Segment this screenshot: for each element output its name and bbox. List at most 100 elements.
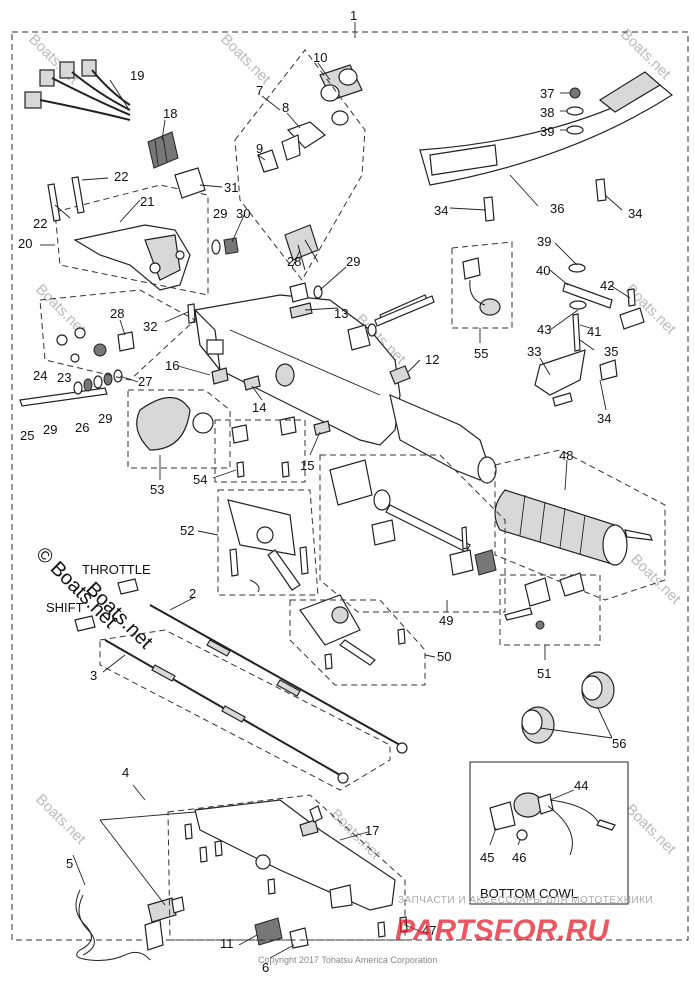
callout-42: 42 [600, 278, 614, 293]
throttle-mechanism-52 [227, 499, 309, 593]
copyright-text: Copyright 2017 Tohatsu America Corporati… [258, 955, 437, 965]
callout-21: 21 [140, 194, 154, 209]
group-box-51 [499, 574, 601, 646]
callout-45: 45 [480, 850, 494, 865]
callout-8: 8 [282, 100, 289, 115]
callout-29d: 29 [346, 254, 360, 269]
callout-48: 48 [559, 448, 573, 463]
switch-11 [254, 917, 309, 949]
parts-51 [504, 572, 585, 630]
bottom-cowl-inset [469, 761, 629, 905]
callout-49: 49 [439, 613, 453, 628]
callout-29c: 29 [98, 411, 112, 426]
callout-32: 32 [143, 319, 157, 334]
callout-numbers: 1 2 3 4 5 6 7 8 9 10 11 12 13 14 15 16 1… [18, 8, 642, 975]
callout-51: 51 [537, 666, 551, 681]
kill-switch-4 [147, 896, 185, 923]
group-box-49 [319, 454, 506, 613]
callout-34c: 34 [597, 411, 611, 426]
stop-button-53 [136, 397, 214, 451]
pad-16 [211, 367, 229, 385]
callout-33: 33 [527, 344, 541, 359]
callout-20: 20 [18, 236, 32, 251]
callout-22b: 22 [33, 216, 47, 231]
callout-29b: 29 [43, 422, 57, 437]
callout-19: 19 [130, 68, 144, 83]
callout-35: 35 [604, 344, 618, 359]
callout-53: 53 [150, 482, 164, 497]
callout-52: 52 [180, 523, 194, 538]
callout-22: 22 [114, 169, 128, 184]
bottom-cowl-switch-44 [489, 792, 616, 856]
sensor-55 [462, 257, 501, 316]
callout-30: 30 [236, 206, 250, 221]
assembly-border [11, 31, 689, 941]
grommet [147, 131, 179, 169]
watermark-text: Boats.net [32, 791, 89, 848]
callout-9: 9 [256, 141, 263, 156]
callout-12: 12 [425, 352, 439, 367]
pad-13 [289, 302, 313, 319]
bolts-34 [483, 178, 607, 222]
callout-38: 38 [540, 105, 554, 120]
bushing-28-29 [289, 282, 323, 303]
callout-2: 2 [189, 586, 196, 601]
callout-18: 18 [163, 106, 177, 121]
watermark-text: Boats.net [627, 551, 684, 608]
callout-31: 31 [224, 180, 238, 195]
washers-37-39 [566, 87, 587, 310]
callout-40: 40 [536, 263, 550, 278]
callout-39b: 39 [537, 234, 551, 249]
callout-34b: 34 [628, 206, 642, 221]
shift-label: SHIFT [46, 600, 84, 615]
callout-24: 24 [33, 368, 47, 383]
group-box-23 [39, 289, 196, 381]
shift-cable-3 [74, 615, 349, 784]
group-box-55 [451, 241, 513, 329]
callout-5: 5 [66, 856, 73, 871]
studs-22 [47, 176, 85, 222]
throttle-cable-2 [117, 578, 408, 754]
callout-11: 11 [220, 936, 234, 951]
friction-plate [419, 71, 674, 186]
pad-12 [389, 365, 411, 385]
callout-1: 1 [350, 8, 357, 23]
bracket-33 [534, 313, 618, 407]
callout-6: 6 [262, 960, 269, 975]
lever-40 [562, 282, 645, 330]
callout-10: 10 [313, 50, 327, 65]
callout-46: 46 [512, 850, 526, 865]
bottom-cowl-label: BOTTOM COWL [480, 886, 578, 901]
callout-47: 47 [422, 923, 436, 938]
callout-41: 41 [587, 324, 601, 339]
callout-44: 44 [574, 778, 588, 793]
bushing-32 [347, 324, 371, 351]
callout-7: 7 [256, 83, 263, 98]
bracket-21 [73, 224, 191, 291]
group-box-cables [99, 629, 391, 791]
callout-28b: 28 [287, 254, 301, 269]
callout-15: 15 [300, 458, 314, 473]
left-fasteners [19, 303, 196, 407]
group-box-4 [167, 794, 406, 941]
callout-56: 56 [612, 736, 626, 751]
washers-29-30 [211, 237, 239, 255]
callout-17: 17 [365, 823, 379, 838]
callout-29: 29 [213, 206, 227, 221]
throttle-label: THROTTLE [82, 562, 151, 577]
callout-3: 3 [90, 668, 97, 683]
callout-34: 34 [434, 203, 448, 218]
callout-23: 23 [57, 370, 71, 385]
key-switch-group [257, 64, 363, 271]
group-box-54 [214, 419, 306, 483]
callout-37: 37 [540, 86, 554, 101]
partsfor-caption: ЗАПЧАСТИ И АКСЕССУАРЫ ДЛЯ МОТОТЕХНИКИ [398, 895, 653, 906]
callout-28: 28 [110, 306, 124, 321]
callout-54: 54 [193, 472, 207, 487]
lanyard-5 [75, 889, 164, 961]
group-box-48 [494, 449, 666, 601]
long-bolt [374, 295, 435, 327]
group-box-20 [54, 184, 209, 296]
callout-16: 16 [165, 358, 179, 373]
callout-55: 55 [474, 346, 488, 361]
